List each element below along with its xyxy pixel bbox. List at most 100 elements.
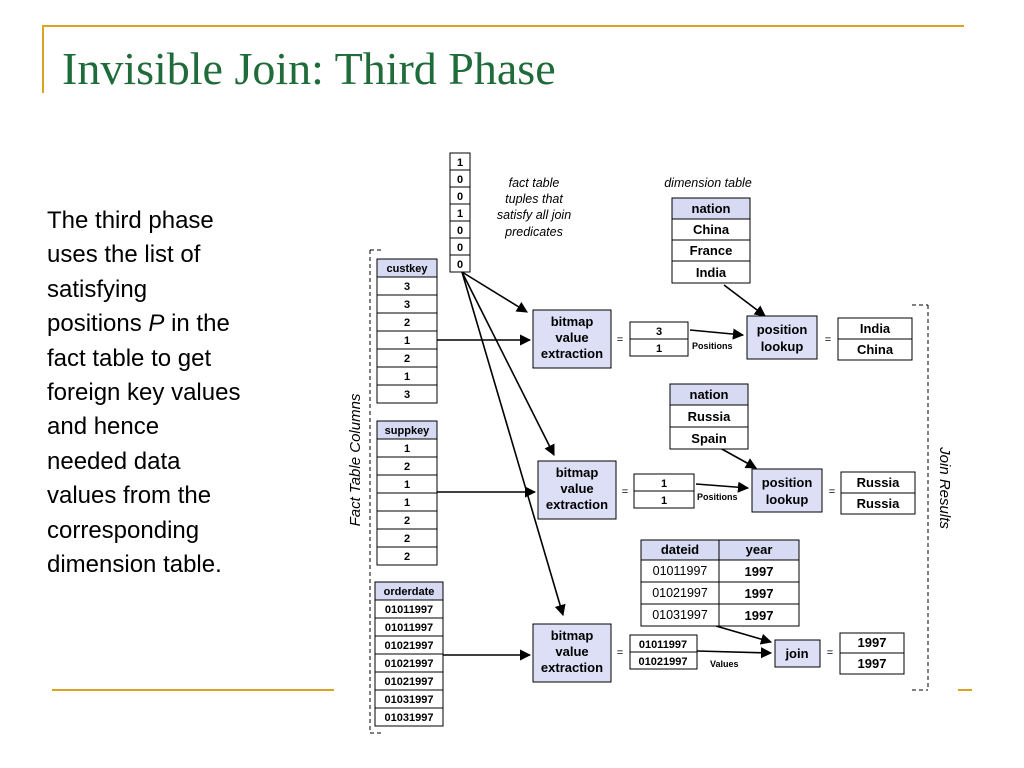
body-line: foreign key values <box>47 379 241 407</box>
body-line: satisfying <box>47 275 148 303</box>
date-value: 01031997 <box>652 608 708 622</box>
body-variable-p: P <box>148 310 165 338</box>
join-results-label: Join Results <box>936 446 953 529</box>
equals-sign: = <box>622 486 628 498</box>
body-line: fact table to get <box>47 344 212 372</box>
result-value: India <box>860 321 891 336</box>
bottom-rule-left <box>52 689 334 691</box>
extracted-cell <box>633 490 695 509</box>
extraction-box-frame <box>537 460 617 520</box>
orderdate-value: 01011997 <box>385 604 433 616</box>
bitmap-value: 0 <box>457 225 463 237</box>
nation-table-1: nation China France India <box>671 197 751 284</box>
extraction-label: extraction <box>541 660 603 675</box>
body-text-fragment: in the <box>164 310 230 338</box>
result-table-1: India China <box>837 317 913 361</box>
extracted-value: 1 <box>661 495 667 507</box>
arrow <box>461 271 566 617</box>
fact-table-columns-label: Fact Table Columns <box>347 393 364 526</box>
title-accent-top <box>42 25 964 27</box>
extraction-box-1: bitmap value extraction <box>532 309 612 369</box>
date-table: dateid year 01011997 1997 01021997 1997 … <box>640 539 800 627</box>
year-value: 1997 <box>745 564 774 579</box>
bitmap-note-line: tuples that <box>505 192 563 206</box>
custkey-value: 2 <box>404 317 410 329</box>
nation-cell <box>671 260 751 284</box>
result-cell <box>839 652 905 675</box>
bitmap-vector: 1 0 0 1 0 0 0 <box>449 152 471 273</box>
extraction-label: value <box>555 330 588 345</box>
body-line: and hence <box>47 413 160 441</box>
orderdate-value: 01031997 <box>385 694 434 706</box>
arrow <box>689 328 745 340</box>
extracted-cell <box>629 651 698 670</box>
bitmap-cell <box>449 254 471 273</box>
orderdate-value: 01021997 <box>385 658 434 670</box>
orderdate-value: 01011997 <box>385 622 433 634</box>
nation-value: France <box>690 243 733 258</box>
date-value: 01011997 <box>653 564 708 578</box>
custkey-cell <box>376 384 438 404</box>
lookup-label: position <box>762 475 813 490</box>
extraction-label: value <box>560 481 593 496</box>
extracted-value: 1 <box>661 478 667 490</box>
lookup-box-frame <box>751 468 823 513</box>
extraction-box-frame <box>532 309 612 369</box>
extraction-box-2: bitmap value extraction <box>537 460 617 520</box>
custkey-header: custkey <box>387 263 429 275</box>
extracted-values-2: 1 1 <box>633 473 695 509</box>
arrow <box>696 647 773 659</box>
extracted-value: 1 <box>656 343 662 355</box>
positions-label: Positions <box>697 492 738 502</box>
result-cell <box>837 338 913 361</box>
date-value: 01021997 <box>652 586 708 600</box>
orderdate-value: 01031997 <box>385 712 434 724</box>
body-line: The third phase <box>47 207 214 234</box>
equals-sign: = <box>827 647 833 659</box>
bitmap-value: 0 <box>457 174 463 186</box>
suppkey-value: 2 <box>404 515 410 527</box>
custkey-value: 1 <box>404 335 410 347</box>
suppkey-cell <box>376 546 438 566</box>
dimension-table-note: dimension table <box>664 176 752 190</box>
lookup-label: lookup <box>761 339 804 354</box>
extraction-box-3: bitmap value extraction <box>532 623 612 683</box>
flow-arrows <box>437 271 773 661</box>
nation-table-2: nation Russia Spain <box>669 383 749 450</box>
nation-cell <box>669 426 749 450</box>
custkey-value: 3 <box>404 281 410 293</box>
extraction-label: extraction <box>541 346 603 361</box>
date-cell <box>718 603 800 627</box>
extracted-value: 3 <box>656 326 662 338</box>
extracted-value: 01011997 <box>639 639 687 651</box>
body-line-positions: positions P in the <box>47 307 297 341</box>
suppkey-value: 1 <box>404 497 410 509</box>
body-line: corresponding <box>47 516 200 544</box>
lookup-box-2: position lookup <box>751 468 823 513</box>
extraction-box-frame <box>532 623 612 683</box>
extracted-values-3: 01011997 01021997 <box>629 634 698 670</box>
bitmap-note-line: predicates <box>504 225 563 239</box>
values-label: Values <box>710 659 739 669</box>
bitmap-note: fact table tuples that satisfy all join … <box>497 176 571 239</box>
bitmap-value: 1 <box>457 208 463 220</box>
lookup-box-1: position lookup <box>746 315 818 360</box>
nation-header: nation <box>692 201 731 216</box>
extraction-label: bitmap <box>556 465 599 480</box>
lookup-label: position <box>757 322 808 337</box>
custkey-value: 3 <box>404 389 410 401</box>
bitmap-value: 0 <box>457 242 463 254</box>
bitmap-value: 0 <box>457 259 463 271</box>
suppkey-header: suppkey <box>385 425 431 437</box>
bottom-rule-right <box>958 689 972 691</box>
orderdate-column: orderdate 01011997 01011997 01021997 010… <box>374 581 444 727</box>
extraction-label: bitmap <box>551 628 594 643</box>
arrow <box>461 271 555 457</box>
lookup-label: lookup <box>766 492 809 507</box>
nation-value: Spain <box>691 431 726 446</box>
body-line: dimension table. <box>47 551 222 579</box>
equals-sign: = <box>617 334 623 346</box>
bitmap-note-line: satisfy all join <box>497 208 571 222</box>
equals-sign: = <box>829 486 835 498</box>
arrow <box>715 625 773 645</box>
